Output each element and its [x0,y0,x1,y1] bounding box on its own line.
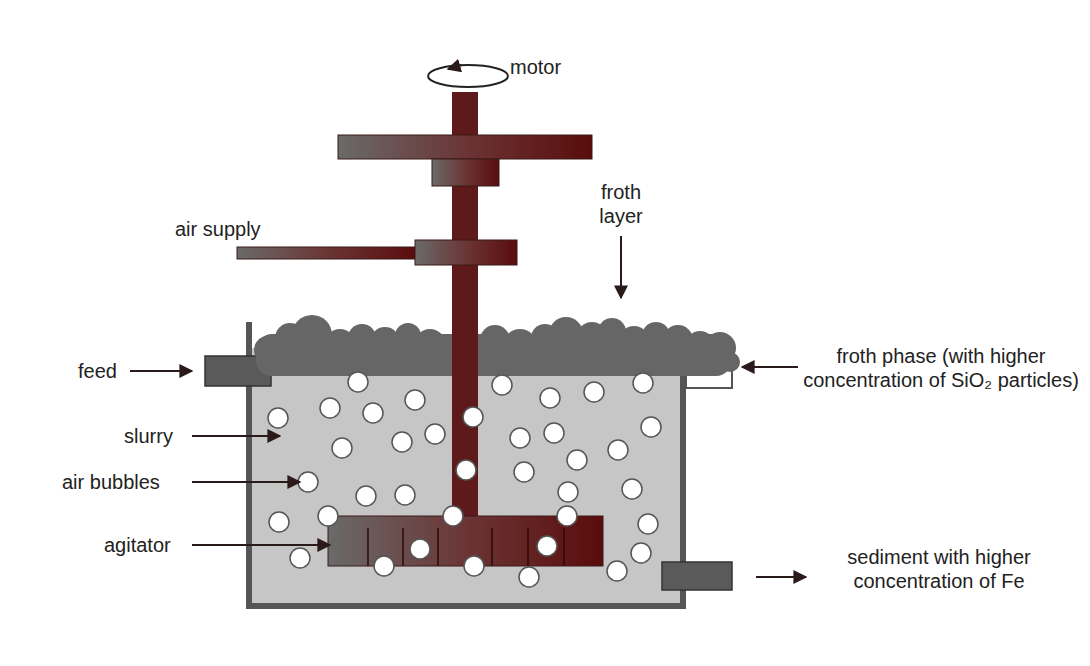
bubble [622,479,642,499]
leader-arrow [130,370,192,372]
bubble [269,512,289,532]
bubble [519,567,539,587]
bubble [405,390,425,410]
outlet-pipe [662,562,732,590]
bubble [374,556,394,576]
froth-layer [254,315,740,376]
bubble [425,424,445,444]
air-collar [415,240,517,265]
bubble [638,514,658,534]
bubble [633,373,653,393]
bubble [557,506,577,526]
bubble [332,438,352,458]
bubble [410,539,430,559]
bubble [290,548,310,568]
bubble [318,506,338,526]
bubble [641,417,661,437]
bubble [540,388,560,408]
blade [437,528,439,566]
bubble [607,561,627,581]
bubble [363,403,383,423]
bubble [443,506,463,526]
blade [491,528,493,566]
bubble [356,486,376,506]
bubble [584,382,604,402]
air-bubbles [268,372,661,587]
part-label: agitator [104,533,171,557]
froth-bubble [370,327,400,357]
part-label: slurry [124,424,173,448]
blade [563,528,565,566]
leader-arrow [192,435,280,437]
bubble [631,543,651,563]
leader-arrow [192,481,300,483]
bubble [348,372,368,392]
output-label: froth phase (with higher concentration o… [800,344,1082,392]
leader-arrow [620,236,622,298]
bubble [392,432,412,452]
blade [527,528,529,566]
drive-plate [338,135,592,159]
drive-hub [432,159,499,186]
bubble [567,450,587,470]
froth-bubble [414,329,446,361]
part-label: froth layer [586,180,656,228]
bubble [456,460,476,480]
bubble [320,398,340,418]
bubble [298,472,318,492]
rotation-arrow [448,65,462,69]
bubble [395,485,415,505]
rotation-symbol [428,65,508,87]
bubble [268,408,288,428]
leader-arrow [742,366,798,368]
bubble [463,407,483,427]
blade [367,528,369,566]
bubble [510,428,530,448]
blade [402,528,404,566]
bubble [608,440,628,460]
air-pipe [237,247,417,259]
tank-bottom [246,603,686,609]
part-label: feed [78,359,117,383]
part-label: air supply [175,217,261,241]
leader-arrow [192,544,330,546]
leader-arrow [756,576,806,578]
froth-bubble [720,352,740,372]
leader-arrows [130,236,806,577]
output-label: sediment with higher concentration of Fe [814,545,1064,593]
bubble [558,482,578,502]
bubble [464,556,484,576]
bubble [514,462,534,482]
bubble [492,375,512,395]
bubble [544,423,564,443]
bubble [537,536,557,556]
part-label: motor [510,55,561,79]
part-label: air bubbles [62,470,160,494]
